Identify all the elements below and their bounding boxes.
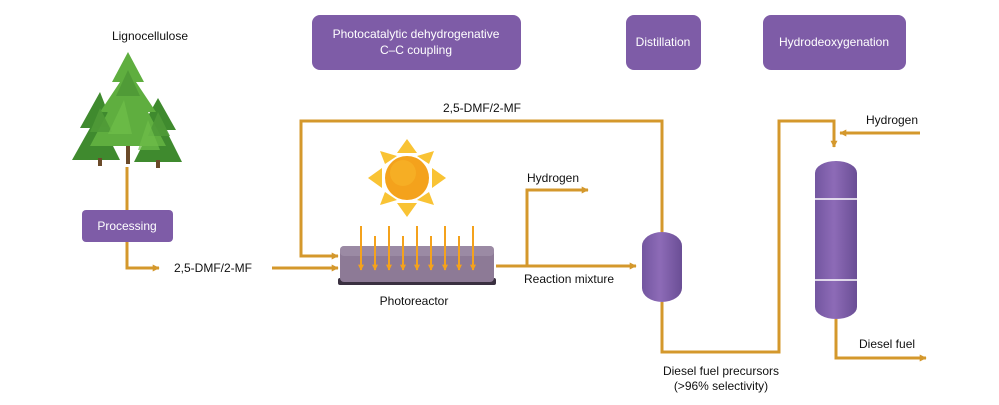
stage-distillation-label: Distillation: [636, 35, 691, 49]
recycle-loop-arrow: [299, 119, 664, 260]
distillation-column: [642, 232, 682, 302]
pine-trees-icon: [72, 52, 182, 168]
processing-to-feed-arrow: [125, 242, 160, 272]
diesel-fuel-label: Diesel fuel: [859, 337, 915, 351]
sun-icon: [368, 139, 446, 217]
precursors-label-line1: Diesel fuel precursors: [663, 364, 779, 378]
feed-in-label: 2,5-DMF/2-MF: [174, 261, 252, 275]
precursors-arrow: [660, 119, 838, 354]
processing-label: Processing: [97, 219, 156, 233]
stage-coupling-line1: Photocatalytic dehydrogenative: [333, 27, 500, 41]
stage-coupling-line2: C–C coupling: [380, 43, 452, 57]
reaction-mixture-label: Reaction mixture: [524, 272, 614, 286]
hydrodeoxygenation-column: [815, 161, 857, 319]
recycle-label: 2,5-DMF/2-MF: [443, 101, 521, 115]
hydrogen-out-arrow: [525, 186, 589, 266]
diesel-fuel-arrow: [834, 319, 927, 362]
stage-hydrodeoxygenation-box: Hydrodeoxygenation: [763, 15, 906, 70]
stage-distillation-box: Distillation: [626, 15, 701, 70]
light-arrows: [358, 226, 476, 271]
precursors-label-line2: (>96% selectivity): [674, 379, 768, 393]
hydrogen-out-label: Hydrogen: [527, 171, 579, 185]
lignocellulose-label: Lignocellulose: [112, 29, 188, 43]
photoreactor-label: Photoreactor: [380, 294, 449, 308]
stage-coupling-box: Photocatalytic dehydrogenative C–C coupl…: [312, 15, 521, 70]
stage-hydrodeoxygenation-label: Hydrodeoxygenation: [779, 35, 889, 49]
processing-box: Processing: [82, 210, 173, 242]
hydrogen-in-label: Hydrogen: [866, 113, 918, 127]
